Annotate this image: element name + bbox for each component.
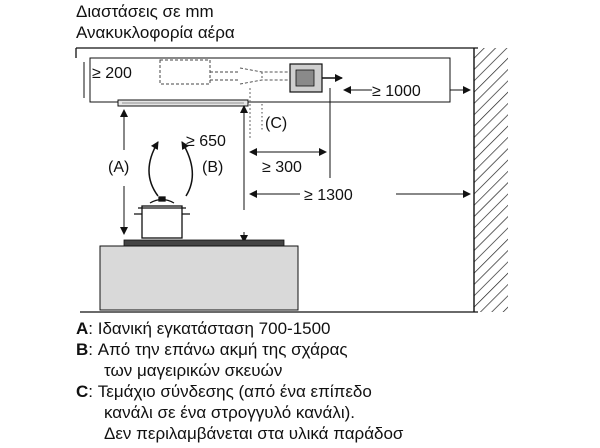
dimension-1300: ≥ 1300 — [249, 187, 471, 204]
legend-text-c2: κανάλι σε ένα στρογγυλό κανάλι). — [104, 403, 356, 422]
dimension-1300-label: ≥ 1300 — [304, 187, 353, 204]
legend-text-c: : Τεμάχιο σύνδεσης (από ένα επίπεδο — [88, 382, 372, 401]
legend-text-c3: Δεν περιλαμβάνεται στα υλικά παράδοσ — [104, 424, 404, 443]
dimension-650: ≥ 650 (B) — [186, 105, 248, 243]
ceiling-line — [75, 47, 478, 58]
title-dimensions: Διαστάσεις σε mm — [76, 2, 214, 21]
legend-text-b2: των μαγειρικών σκευών — [104, 361, 283, 380]
steam-arrows — [148, 141, 194, 197]
legend-key-c: C — [76, 382, 89, 401]
legend-text-a: : Ιδανική εγκατάσταση 700-1500 — [88, 319, 331, 338]
duct-connector — [239, 63, 343, 140]
legend-line-c3: Δεν περιλαμβάνεται στα υλικά παράδοσ — [104, 423, 403, 444]
dimension-300: ≥ 300 — [249, 148, 327, 176]
marker-a-label: (A) — [108, 159, 129, 176]
ceiling-recess — [89, 57, 451, 103]
dimension-200-label: ≥ 200 — [92, 65, 132, 82]
marker-b-label: (B) — [202, 159, 223, 176]
dimension-200: ≥ 200 — [83, 62, 132, 98]
dimension-a: (A) — [108, 109, 129, 235]
legend-line-c2: κανάλι σε ένα στρογγυλό κανάλι). — [104, 402, 355, 423]
legend-line-a: A: Ιδανική εγκατάσταση 700-1500 — [76, 318, 331, 339]
title-recirculation: Ανακυκλοφορία αέρα — [76, 23, 235, 42]
wall — [473, 48, 508, 312]
legend-line-b: B: Από την επάνω ακμή της σχάρας — [76, 339, 348, 360]
hood-unit — [117, 59, 249, 107]
legend-key-a: A — [76, 319, 89, 338]
dimension-1000-label: ≥ 1000 — [372, 83, 421, 100]
legend-key-b: B — [76, 340, 89, 359]
legend-line-c: C: Τεμάχιο σύνδεσης (από ένα επίπεδο — [76, 381, 372, 402]
dimension-650-label: ≥ 650 — [186, 133, 226, 150]
dimension-300-label: ≥ 300 — [262, 159, 302, 176]
hob-counter — [99, 239, 299, 311]
legend-line-b2: των μαγειρικών σκευών — [104, 360, 282, 381]
dimension-1000: ≥ 1000 — [343, 83, 471, 100]
cooking-pot — [134, 196, 190, 239]
marker-c-label: (C) — [265, 115, 287, 132]
legend-text-b: : Από την επάνω ακμή της σχάρας — [88, 340, 348, 359]
